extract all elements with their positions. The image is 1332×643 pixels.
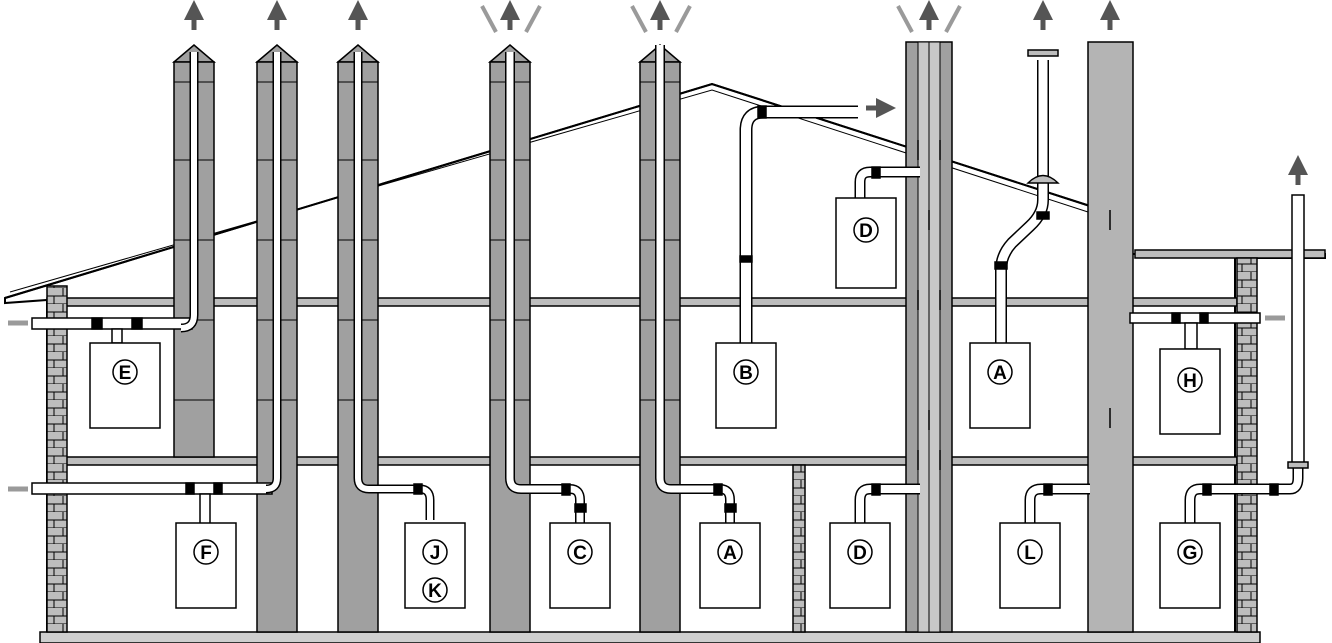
label-c: C xyxy=(567,539,593,565)
svg-text:E: E xyxy=(119,363,132,384)
label-b: B xyxy=(733,359,759,385)
flue-e-horizontal xyxy=(31,317,193,330)
chimney-stacks xyxy=(171,41,1134,633)
svg-text:H: H xyxy=(1183,371,1197,392)
flue-f-drop xyxy=(199,493,211,525)
chimney-stack-d xyxy=(905,41,953,633)
label-l: L xyxy=(1017,539,1043,565)
boiler-g xyxy=(1159,522,1221,609)
boilers xyxy=(89,197,1221,609)
boiler-labels: E F J K C A B D D A L H G xyxy=(112,217,1203,603)
flue-f-horizontal xyxy=(31,482,273,495)
chimney-stack-large xyxy=(1087,41,1134,633)
svg-text:F: F xyxy=(200,543,212,564)
boiler-f xyxy=(175,522,237,609)
arrow-in-a-left xyxy=(630,5,648,33)
svg-text:B: B xyxy=(739,363,753,384)
boiler-b xyxy=(715,342,777,429)
label-a-upper: A xyxy=(987,359,1013,385)
label-h: H xyxy=(1177,367,1203,393)
label-k: K xyxy=(422,577,448,603)
arrow-in-d-left xyxy=(896,5,914,33)
right-brick-wall xyxy=(1236,257,1258,633)
boiler-h xyxy=(1159,348,1221,435)
svg-text:C: C xyxy=(573,543,587,564)
label-d-lower: D xyxy=(847,539,873,565)
arrow-in-c-left xyxy=(480,5,498,33)
flue-pipes xyxy=(31,45,1309,525)
right-eave xyxy=(1134,249,1326,259)
svg-text:L: L xyxy=(1024,543,1036,564)
flue-h-horizontal xyxy=(1129,312,1261,324)
boiler-a-upper xyxy=(969,342,1031,429)
arrow-in-a-right xyxy=(674,5,692,33)
svg-text:A: A xyxy=(993,363,1007,384)
boiler-d-lower xyxy=(829,522,891,609)
svg-text:A: A xyxy=(723,543,737,564)
label-a-lower: A xyxy=(717,539,743,565)
middle-brick-partition xyxy=(792,464,806,633)
label-f: F xyxy=(193,539,219,565)
boiler-c xyxy=(549,522,611,609)
boiler-d-upper xyxy=(835,197,897,289)
svg-text:K: K xyxy=(428,581,442,602)
arrow-in-c-right xyxy=(524,5,542,33)
roof-line xyxy=(4,82,1091,299)
boiler-a-lower xyxy=(699,522,761,609)
boiler-e xyxy=(89,342,161,429)
label-j: J xyxy=(422,539,448,565)
flue-g-vertical xyxy=(1291,194,1305,466)
arrows-d-down xyxy=(917,140,941,470)
label-e: E xyxy=(112,359,138,385)
svg-text:D: D xyxy=(859,221,873,242)
ground-slab xyxy=(39,631,1261,643)
label-g: G xyxy=(1177,539,1203,565)
flue-e-drop xyxy=(111,328,123,344)
roof-inner-line xyxy=(9,89,1089,293)
flow-arrows xyxy=(8,0,1308,492)
boiler-l xyxy=(999,522,1061,609)
svg-text:G: G xyxy=(1183,543,1198,564)
flue-h-drop xyxy=(1184,322,1198,350)
svg-text:D: D xyxy=(853,543,867,564)
svg-text:J: J xyxy=(430,543,441,564)
label-d-upper: D xyxy=(853,217,879,243)
arrow-in-d-right xyxy=(944,5,962,33)
left-brick-wall xyxy=(46,285,68,633)
